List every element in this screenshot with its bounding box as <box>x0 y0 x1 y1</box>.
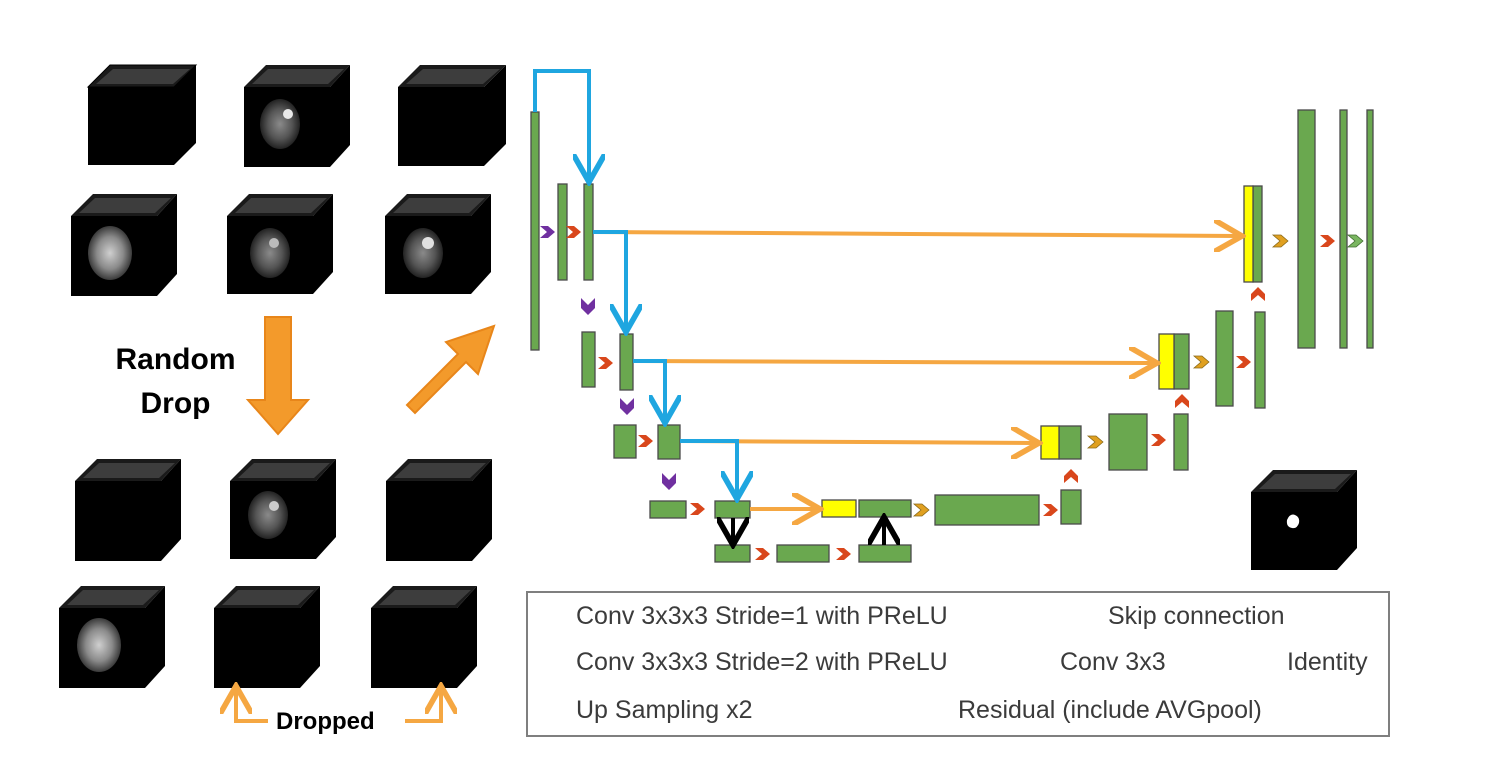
input-cube <box>75 459 181 561</box>
dropped-modalities <box>59 459 492 688</box>
legend-conv-stride1-label: Conv 3x3x3 Stride=1 with PReLU <box>576 602 948 630</box>
input-cube-with-tumor <box>244 65 350 167</box>
dropped-cube <box>371 586 477 688</box>
conv-stride2-chevrons <box>540 226 676 490</box>
random-drop-arrow <box>245 316 311 436</box>
input-cube-with-tumor <box>385 194 491 294</box>
random-drop-label-line1: Random <box>115 343 236 376</box>
skip-connections <box>592 232 1238 509</box>
random-drop-label-line2: Drop <box>140 387 211 420</box>
input-modalities <box>71 64 506 296</box>
concat-blocks <box>821 185 1254 518</box>
legend-identity-label: Identity <box>1287 648 1368 676</box>
legend-upsampling-label: Up Sampling x2 <box>576 696 753 724</box>
input-cube-with-tumor <box>227 194 333 294</box>
conv3x3-chevron <box>1346 234 1364 248</box>
legend-conv-stride2-label: Conv 3x3x3 Stride=2 with PReLU <box>576 648 948 676</box>
legend-residual-label: Residual (include AVGpool) <box>958 696 1262 724</box>
dropped-pointer-arrow <box>236 690 441 723</box>
input-cube <box>386 459 492 561</box>
random-drop-label: Random Drop <box>98 338 253 426</box>
legend-panel <box>526 591 1390 737</box>
network-blocks <box>530 109 1374 563</box>
dropped-cube <box>214 586 320 688</box>
upsampling-chevrons <box>912 234 1289 517</box>
legend-skip-label: Skip connection <box>1108 602 1285 630</box>
forward-arrow <box>405 324 496 415</box>
conv-stride1-chevrons <box>566 226 1335 560</box>
input-cube <box>86 64 198 165</box>
input-cube-with-tumor <box>230 459 336 559</box>
input-cube-with-brain <box>59 586 165 688</box>
identity-arrows <box>733 518 884 545</box>
legend-conv3x3-label: Conv 3x3 <box>1060 648 1166 676</box>
input-cube <box>398 65 506 166</box>
dropped-label: Dropped <box>276 708 375 735</box>
input-cube-with-brain <box>71 194 177 296</box>
residual-connections <box>533 69 737 495</box>
output-segmentation-cube <box>1251 470 1357 570</box>
